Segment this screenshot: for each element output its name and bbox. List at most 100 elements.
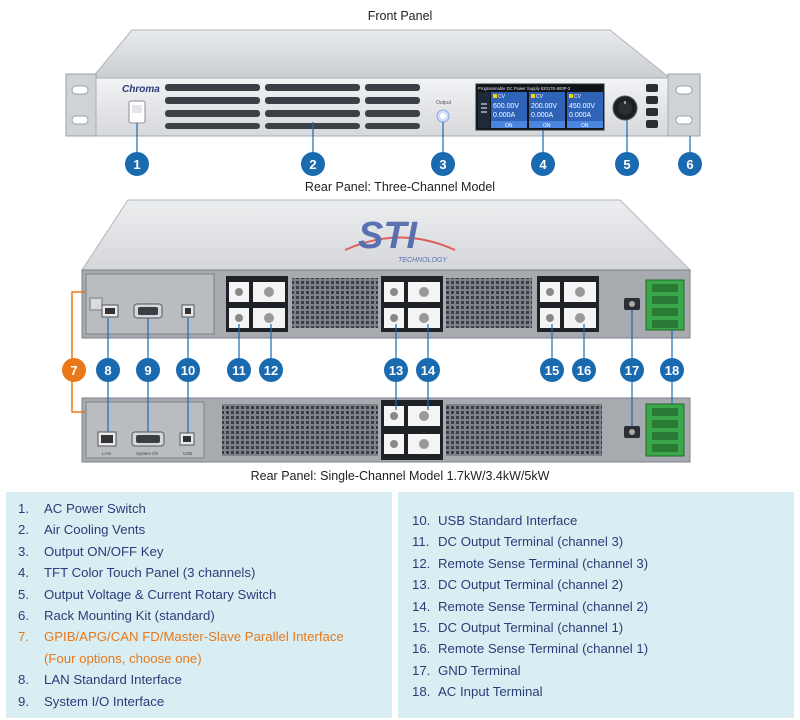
svg-text:ON: ON [543,123,551,129]
system-io-port-1ch[interactable] [131,431,165,447]
svg-text:11: 11 [232,363,246,378]
svg-text:ON: ON [581,123,589,129]
usb-port-1ch[interactable] [179,432,195,446]
svg-text:0.000A: 0.000A [531,112,554,119]
svg-text:0.000A: 0.000A [569,112,592,119]
svg-text:CV: CV [536,94,544,100]
gnd-terminal-3ch[interactable] [624,298,640,310]
marker-7: 7 [62,358,86,382]
legend-item-16: 16.Remote Sense Terminal (channel 1) [412,641,649,657]
svg-text:600.00V: 600.00V [493,103,519,110]
legend-item-10: 10.USB Standard Interface [412,513,578,528]
marker-10: 10 [176,358,200,382]
system-io-port-3ch[interactable] [133,303,163,319]
channel-2-terminals[interactable] [381,276,443,332]
svg-text:14: 14 [421,363,436,378]
svg-text:LAN: LAN [102,451,111,456]
legend-item-17: 17.GND Terminal [412,662,521,678]
marker-8: 8 [96,358,120,382]
legend-item-3: 3.Output ON/OFF Key [18,543,164,559]
legend-right-panel: 10.USB Standard Interface 11.DC Output T… [398,492,794,718]
lan-port-1ch[interactable] [97,431,117,447]
rear-panel-three-channel [81,199,692,339]
legend-item-5: 5.Output Voltage & Current Rotary Switch [18,586,277,602]
svg-text:4: 4 [539,157,547,172]
single-channel-terminals[interactable] [381,400,443,460]
tft-touch-panel[interactable]: Programmable DC Power Supply 62017E-600P… [475,83,605,131]
svg-text:15: 15 [545,363,559,378]
marker-12: 12 [259,358,283,382]
legend-item-18: 18.AC Input Terminal [412,684,543,700]
svg-text:10: 10 [181,363,195,378]
legend-item-9: 9.System I/O Interface [18,693,165,709]
svg-text:16: 16 [577,363,591,378]
svg-text:7: 7 [70,363,77,378]
svg-text:3: 3 [439,157,446,172]
channel-3-terminals[interactable] [226,276,288,332]
marker-5: 5 [615,152,639,176]
svg-text:6: 6 [686,157,693,172]
lan-port-3ch[interactable] [101,304,119,318]
legend-item-14: 14.Remote Sense Terminal (channel 2) [412,598,649,614]
brand-logo: Chroma [122,84,160,95]
display-channel-3[interactable]: CV 450.00V 0.000A ON [567,92,603,129]
side-keys[interactable] [646,84,658,128]
legend-item-7: 7.GPIB/APG/CAN FD/Master-Slave Parallel … [18,629,344,645]
interface-bracket [71,291,86,413]
svg-text:USB: USB [183,451,192,456]
rear-three-channel-title: Rear Panel: Three-Channel Model [304,180,496,194]
marker-18: 18 [660,358,684,382]
legend-item-7-note: (Four options, choose one) [44,650,202,666]
device-illustration: Chroma Output Pr [62,29,702,463]
svg-text:CV: CV [498,94,506,100]
front-panel: Chroma Output Pr [65,29,701,152]
marker-1: 1 [125,152,149,176]
legend-item-2: 2.Air Cooling Vents [18,522,146,538]
output-key-label: Output [436,100,452,106]
marker-16: 16 [572,358,596,382]
svg-text:0.000A: 0.000A [493,112,516,119]
svg-text:5: 5 [623,157,630,172]
legend-item-11: 11.DC Output Terminal (channel 3) [412,534,624,550]
legend-item-6: 6.Rack Mounting Kit (standard) [18,607,215,623]
svg-text:System I/O: System I/O [136,451,159,456]
usb-port-3ch[interactable] [181,304,195,318]
ac-input-terminal-3ch[interactable] [645,279,685,331]
marker-2: 2 [301,152,325,176]
display-channel-1[interactable]: CV 600.00V 0.000A ON [491,92,527,129]
channel-1-terminals[interactable] [537,276,599,332]
svg-text:18: 18 [665,363,679,378]
marker-13: 13 [384,358,408,382]
output-on-off-key[interactable] [436,109,450,123]
ac-input-terminal-1ch[interactable] [645,403,685,457]
rotary-knob[interactable] [612,95,638,121]
rear-single-channel-title: Rear Panel: Single-Channel Model 1.7kW/3… [250,469,550,483]
marker-6: 6 [678,152,702,176]
svg-text:200.00V: 200.00V [531,103,557,110]
sti-watermark: STI TECHNOLOGY [344,215,456,264]
display-channel-2[interactable]: CV 200.00V 0.000A ON [529,92,565,129]
svg-text:CV: CV [574,94,582,100]
svg-text:2: 2 [309,157,316,172]
svg-text:1: 1 [133,157,140,172]
legend-item-4: 4.TFT Color Touch Panel (3 channels) [18,565,256,581]
ac-power-switch[interactable] [128,100,146,124]
svg-text:17: 17 [625,363,639,378]
svg-text:STI: STI [358,215,419,257]
rack-ear-right [667,73,701,137]
svg-text:450.00V: 450.00V [569,103,595,110]
marker-4: 4 [531,152,555,176]
marker-15: 15 [540,358,564,382]
air-cooling-vents [165,84,420,129]
legend-item-15: 15.DC Output Terminal (channel 1) [412,619,624,635]
legend-item-1: 1.AC Power Switch [18,501,146,516]
marker-17: 17 [620,358,644,382]
svg-text:12: 12 [264,363,278,378]
gnd-terminal-1ch[interactable] [624,426,640,438]
legend-item-13: 13.DC Output Terminal (channel 2) [412,577,624,593]
display-header: Programmable DC Power Supply 62017E-600P… [478,86,571,91]
legend-item-8: 8.LAN Standard Interface [18,672,182,688]
front-panel-title: Front Panel [367,9,433,23]
marker-11: 11 [227,358,251,382]
rear-panel-single-channel: LAN System I/O USB [81,397,691,463]
